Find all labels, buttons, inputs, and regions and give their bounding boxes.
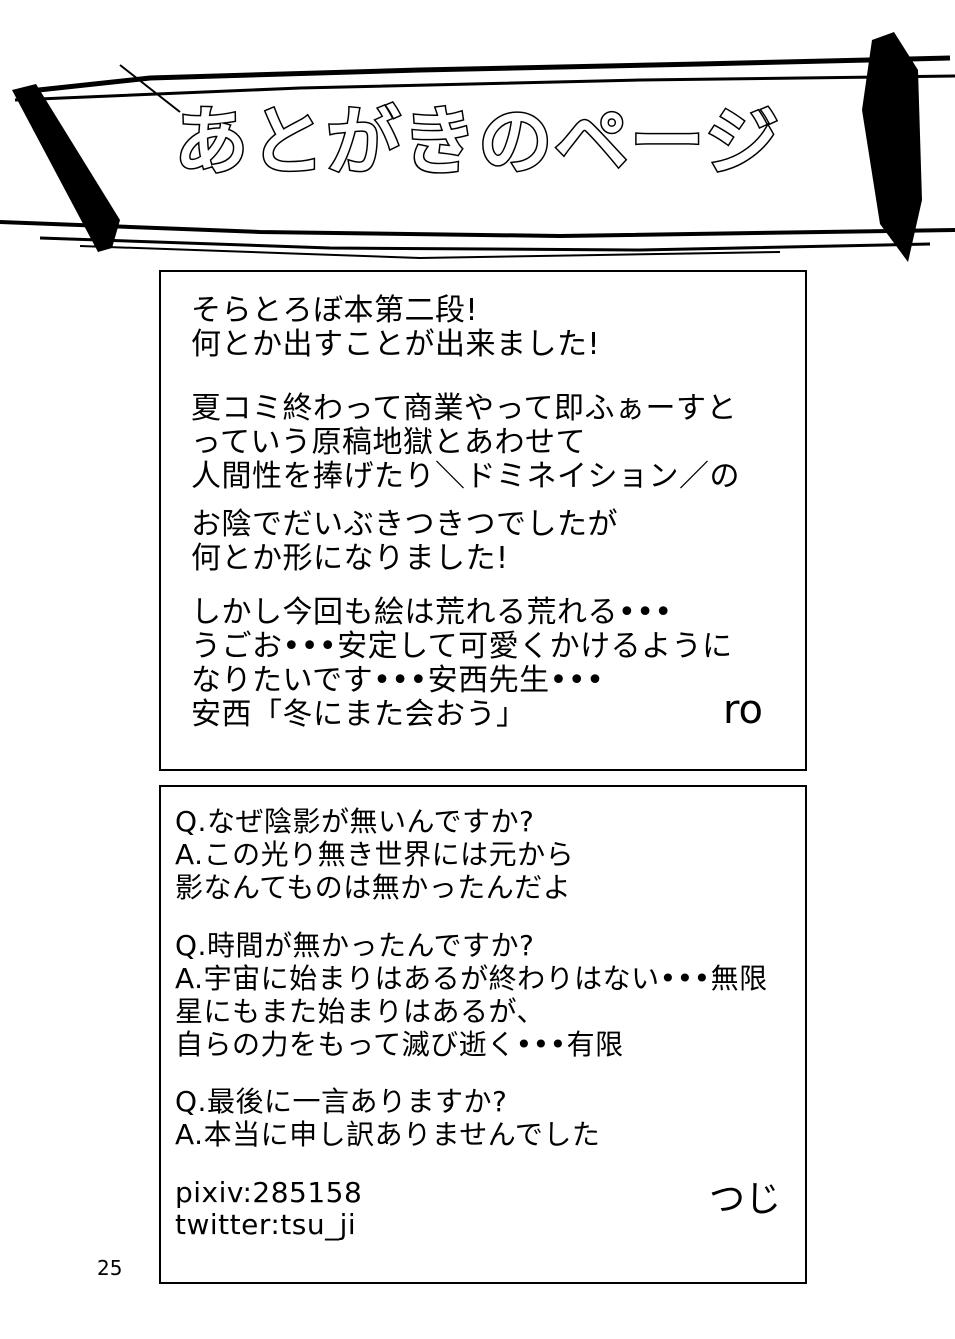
- text-line: お陰でだいぶきつきつでしたが: [191, 507, 618, 542]
- paragraph: お陰でだいぶきつきつでしたが 何とか形になりました!: [191, 508, 618, 576]
- text-line: 安西「冬にまた会おう」: [191, 697, 527, 732]
- text-line: しかし今回も絵は荒れる荒れる•••: [191, 595, 673, 630]
- afterword-box-tsuji: Q.なぜ陰影が無いんですか? A.この光り無き世界には元から 影なんてものは無か…: [159, 785, 807, 1284]
- page-number: 25: [97, 1256, 123, 1280]
- text-line: Q.時間が無かったんですか?: [175, 929, 535, 962]
- paragraph: Q.最後に一言ありますか? A.本当に申し訳ありませんでした: [175, 1085, 600, 1151]
- text-line: そらとろぼ本第二段!: [191, 293, 479, 328]
- page-title: あとがきのページ: [173, 99, 781, 185]
- text-line: うごお•••安定して可愛くかけるように: [191, 629, 733, 664]
- text-line: 何とか形になりました!: [191, 541, 509, 576]
- header-banner-decoration: [0, 32, 955, 262]
- paragraph: Q.時間が無かったんですか? A.宇宙に始まりはあるが終わりはない•••無限 星…: [175, 929, 768, 1061]
- paragraph: しかし今回も絵は荒れる荒れる••• うごお•••安定して可愛くかけるように なり…: [191, 596, 733, 732]
- paragraph: 夏コミ終わって商業やって即ふぁーすと っていう原稿地獄とあわせて 人間性を捧げた…: [191, 392, 740, 494]
- text-line: 人間性を捧げたり＼ドミネイション／の: [191, 459, 740, 494]
- text-line: Q.最後に一言ありますか?: [175, 1085, 508, 1118]
- paragraph: Q.なぜ陰影が無いんですか? A.この光り無き世界には元から 影なんてものは無か…: [175, 805, 574, 904]
- text-line: 夏コミ終わって商業やって即ふぁーすと: [191, 391, 737, 426]
- author-signature-tsuji: つじ: [708, 1179, 781, 1220]
- text-line: A.この光り無き世界には元から: [175, 838, 575, 871]
- text-line: Q.なぜ陰影が無いんですか?: [175, 805, 535, 838]
- text-line: 影なんてものは無かったんだよ: [175, 871, 572, 904]
- text-line: A.本当に申し訳ありませんでした: [175, 1118, 601, 1151]
- text-line: っていう原稿地獄とあわせて: [191, 425, 586, 460]
- text-line: A.宇宙に始まりはあるが終わりはない•••無限: [175, 962, 768, 995]
- text-line: 何とか出すことが出来ました!: [191, 327, 601, 362]
- contact-info: pixiv:285158 twitter:tsu_ji: [175, 1177, 362, 1241]
- text-line: なりたいです•••安西先生•••: [191, 663, 605, 698]
- text-line: 星にもまた始まりはあるが、: [175, 995, 545, 1028]
- paragraph: そらとろぼ本第二段! 何とか出すことが出来ました!: [191, 294, 600, 362]
- twitter-handle: twitter:tsu_ji: [175, 1208, 357, 1241]
- pixiv-id: pixiv:285158: [175, 1176, 363, 1209]
- text-line: 自らの力をもって滅び逝く•••有限: [175, 1028, 624, 1061]
- afterword-box-ro: そらとろぼ本第二段! 何とか出すことが出来ました! 夏コミ終わって商業やって即ふ…: [159, 270, 807, 771]
- author-signature-ro: ro: [722, 687, 763, 733]
